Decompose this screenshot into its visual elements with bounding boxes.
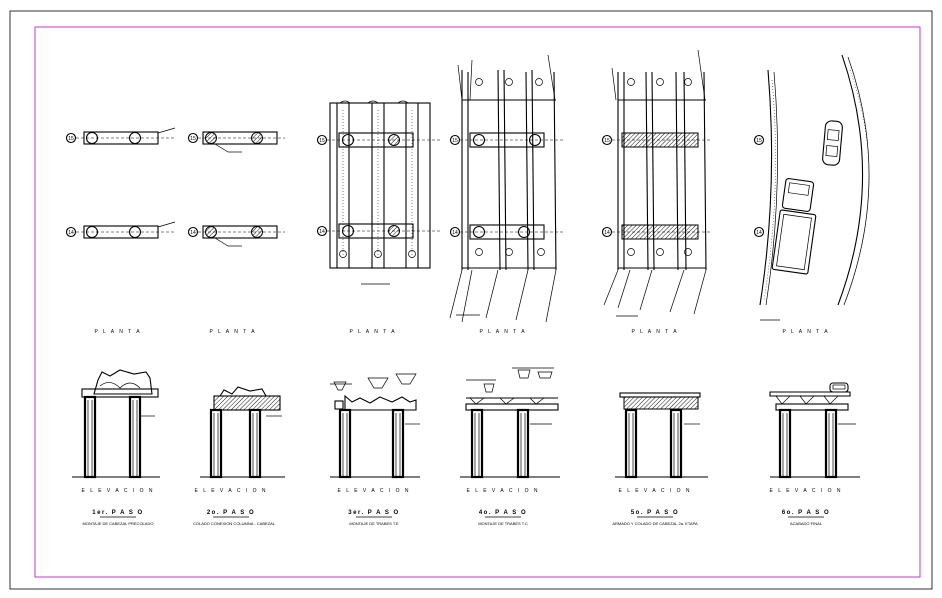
drawing-frame [34,26,921,578]
svg-text:15: 15 [756,138,762,144]
plan-caption-2: P L A N T A [209,329,256,335]
svg-text:15: 15 [452,138,458,144]
axis-bubble-15: 15 [753,134,765,146]
plan-caption-3: P L A N T A [349,329,396,335]
plan-caption-1: P L A N T A [94,329,141,335]
plan-step-1: 15 14 P L A N T A [65,127,176,335]
svg-text:ARMADO Y COLADO DE CABEZAL 2a.: ARMADO Y COLADO DE CABEZAL 2a. ETAPA [612,521,698,526]
elevation-step-1: E L E V A C I O N [72,369,160,494]
elev-caption-2: E L E V A C I O N [195,488,268,494]
plan-caption-4: P L A N T A [479,329,526,335]
svg-text:3er. P A S O: 3er. P A S O [348,510,399,516]
axis-bubble-15: 15 [316,134,328,146]
axis-bubble-14: 14 [753,226,765,238]
svg-text:MONTAJE DE TRABES T.E: MONTAJE DE TRABES T.E [349,521,399,526]
svg-text:15: 15 [604,138,610,144]
axis-bubble-15: 15 [65,132,77,144]
svg-text:2o. P A S O: 2o. P A S O [207,510,255,516]
elev-caption-3: E L E V A C I O N [338,488,411,494]
svg-text:COLADO CONEXION COLUMNA - CABE: COLADO CONEXION COLUMNA - CABEZAL [193,521,276,526]
svg-text:15: 15 [319,138,325,144]
axis-bubble-14: 14 [187,226,199,238]
elev-caption-5: E L E V A C I O N [619,488,692,494]
svg-text:ACABADO FINAL: ACABADO FINAL [790,521,823,526]
step-1-label: 1er. P A S O MONTAJE DE CABEZAL PRECOLAD… [83,510,154,526]
car-illustration [822,120,843,166]
elevation-step-6: E L E V A C I O N [769,382,860,494]
axis-bubble-14: 14 [316,225,328,237]
svg-text:14: 14 [452,230,458,236]
axis-bubble-15: 15 [187,132,199,144]
axis-bubble-15: 15 [601,134,613,146]
elev-caption-6: E L E V A C I O N [770,488,843,494]
plan-step-2: 15 14 P L A N T A [187,131,285,335]
step-4-label: 4o. P A S O MONTAJE DE TRABES T.C [478,510,528,526]
elevation-step-2: E L E V A C I O N [195,386,285,494]
truck-illustration [771,178,817,275]
svg-text:14: 14 [68,230,74,236]
svg-text:14: 14 [604,230,610,236]
step-3-label: 3er. P A S O MONTAJE DE TRABES T.E [348,510,399,526]
elevation-step-3: E L E V A C I O N [330,373,420,494]
svg-text:1er. P A S O: 1er. P A S O [92,510,143,516]
plan-step-6: 15 14 P L A N T A [753,54,870,335]
step-labels: 1er. P A S O MONTAJE DE CABEZAL PRECOLAD… [83,510,830,526]
elevation-step-5: E L E V A C I O N [615,392,708,494]
plan-caption-5: P L A N T A [631,329,678,335]
sheet-border [9,10,933,590]
svg-text:15: 15 [190,136,196,142]
axis-bubble-14: 14 [449,226,461,238]
elev-caption-1: E L E V A C I O N [82,488,155,494]
svg-text:14: 14 [190,230,196,236]
svg-text:4o. P A S O: 4o. P A S O [479,510,527,516]
step-6-label: 6o. P A S O ACABADO FINAL [782,510,830,526]
svg-text:MONTAJE DE CABEZAL PRECOLADO: MONTAJE DE CABEZAL PRECOLADO [83,521,154,526]
step-5-label: 5o. P A S O ARMADO Y COLADO DE CABEZAL 2… [612,510,698,526]
elevation-step-4: E L E V A C I O N [460,367,560,494]
plan-step-4: 15 14 P L A N T A [449,54,565,335]
axis-bubble-14: 14 [65,226,77,238]
svg-text:14: 14 [319,229,325,235]
axis-bubble-14: 14 [601,226,613,238]
svg-text:6o. P A S O: 6o. P A S O [782,510,830,516]
step-2-label: 2o. P A S O COLADO CONEXION COLUMNA - CA… [193,510,276,526]
svg-text:15: 15 [68,136,74,142]
plan-step-5: 15 14 P L A N T A [601,49,712,335]
axis-bubble-15: 15 [449,134,461,146]
svg-text:MONTAJE DE TRABES T.C: MONTAJE DE TRABES T.C [478,521,528,526]
elev-caption-4: E L E V A C I O N [467,488,540,494]
svg-text:14: 14 [756,230,762,236]
svg-text:5o. P A S O: 5o. P A S O [631,510,679,516]
plan-caption-6: P L A N T A [782,329,829,335]
plan-step-3: 15 14 P L A N T A [316,100,440,335]
